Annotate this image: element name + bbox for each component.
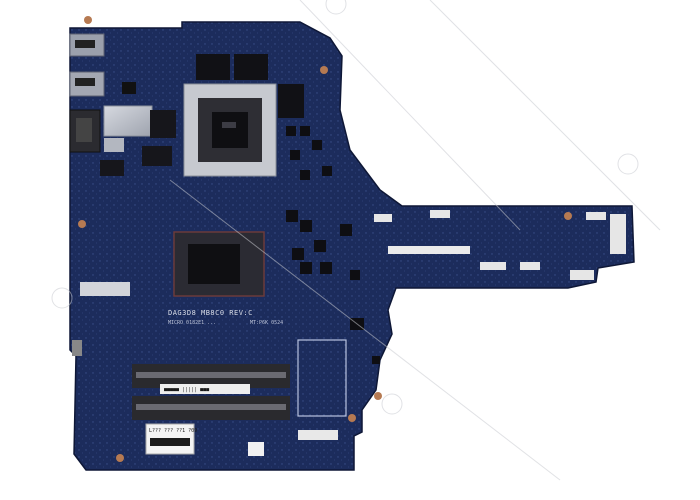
ribbon-connector <box>374 214 392 222</box>
power-components <box>286 126 380 364</box>
battery-connector <box>80 282 130 296</box>
sticker-text: L??? ??? ??1 ?09 <box>149 428 197 434</box>
bottom-connector <box>298 430 338 440</box>
ribbon-connector <box>586 212 606 220</box>
diagonal-watermark-icon <box>51 0 661 481</box>
emi-shield <box>103 105 153 137</box>
ram-barcode-label: ■■■■■ ||||| ■■■ <box>164 387 209 393</box>
ribbon-connector <box>388 246 470 254</box>
ribbon-connector <box>480 262 506 270</box>
silkscreen-model: DAG3D8 MB8C0 REV:C <box>168 309 253 317</box>
ethernet-port <box>69 109 101 153</box>
vram-chip <box>234 54 268 80</box>
usb-port-middle <box>69 71 105 97</box>
small-sticker <box>248 442 264 456</box>
side-connector <box>72 340 82 356</box>
silkscreen-line: MICRO 0182E1 ... <box>168 320 216 326</box>
usb-port-top <box>69 33 105 57</box>
ribbon-connector <box>430 210 450 218</box>
chip <box>122 82 136 94</box>
ribbon-connector <box>610 214 626 254</box>
chip <box>100 160 124 176</box>
vram-chip <box>196 54 230 80</box>
cpu-package <box>173 231 265 297</box>
shield-small <box>104 138 124 152</box>
chip <box>142 146 172 166</box>
silkscreen-line: MT:P6K 0524 <box>250 320 283 326</box>
vram-chip <box>278 84 304 118</box>
mounting-holes <box>78 16 572 462</box>
ram-slot-bottom <box>132 396 290 420</box>
ribbon-connector <box>570 270 594 280</box>
gpu-package <box>183 83 277 177</box>
m2-slot-outline <box>297 339 347 417</box>
chip <box>150 110 176 138</box>
ram-slot-top: ■■■■■ ||||| ■■■ <box>132 364 290 394</box>
serial-sticker: L??? ??? ??1 ?09 <box>145 423 197 455</box>
ribbon-connector <box>520 262 540 270</box>
